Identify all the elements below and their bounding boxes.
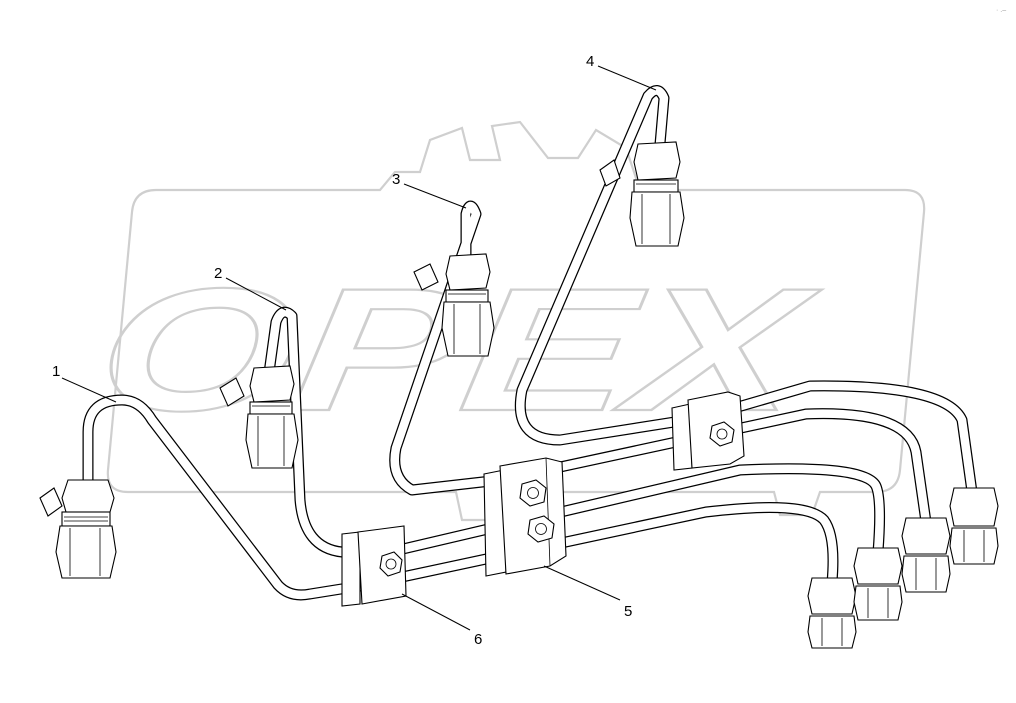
side-screw-2 <box>219 377 245 407</box>
tube-1 <box>82 394 366 601</box>
clamp-6 <box>341 525 407 607</box>
inlet-fitting-4 <box>599 141 685 247</box>
outlet-fitting-c <box>901 517 951 593</box>
callout-6: 6 <box>401 593 482 648</box>
clamp-bolt-top <box>709 421 735 447</box>
side-screw-3 <box>413 263 439 291</box>
clamp-5 <box>483 457 567 577</box>
callout-label-6: 6 <box>474 631 482 648</box>
inlet-fitting-2 <box>219 365 299 469</box>
callout-4: 4 <box>586 53 657 91</box>
side-screw-4 <box>599 159 621 187</box>
tube-runs-right <box>350 380 978 592</box>
outlet-fitting-b <box>853 547 903 621</box>
callout-label-1: 1 <box>52 363 60 380</box>
callout-label-2: 2 <box>214 265 222 282</box>
callout-2: 2 <box>214 265 287 311</box>
outlet-fitting-d <box>949 487 999 565</box>
watermark-logo: OPEX <box>86 120 926 522</box>
side-screw-1 <box>39 487 63 517</box>
corner-mark: · .– <box>996 7 1006 14</box>
callout-label-5: 5 <box>624 603 632 620</box>
callout-1: 1 <box>52 363 117 403</box>
inlet-fitting-3 <box>413 253 495 357</box>
tube-3 <box>389 200 506 496</box>
tube-2 <box>262 306 358 558</box>
callout-label-4: 4 <box>586 53 594 70</box>
clamp-bolt-5-upper <box>519 479 547 507</box>
outlet-fitting-a <box>807 577 857 649</box>
watermark-gear-outline <box>106 120 926 522</box>
callout-3: 3 <box>392 171 467 209</box>
callout-label-3: 3 <box>392 171 400 188</box>
inlet-fitting-1 <box>39 479 117 579</box>
clamp-top-right <box>671 391 745 471</box>
tube-4 <box>514 85 706 446</box>
clamp-bolt-6 <box>379 551 403 577</box>
clamp-bolt-5-lower <box>527 515 555 543</box>
callout-5: 5 <box>543 565 632 620</box>
